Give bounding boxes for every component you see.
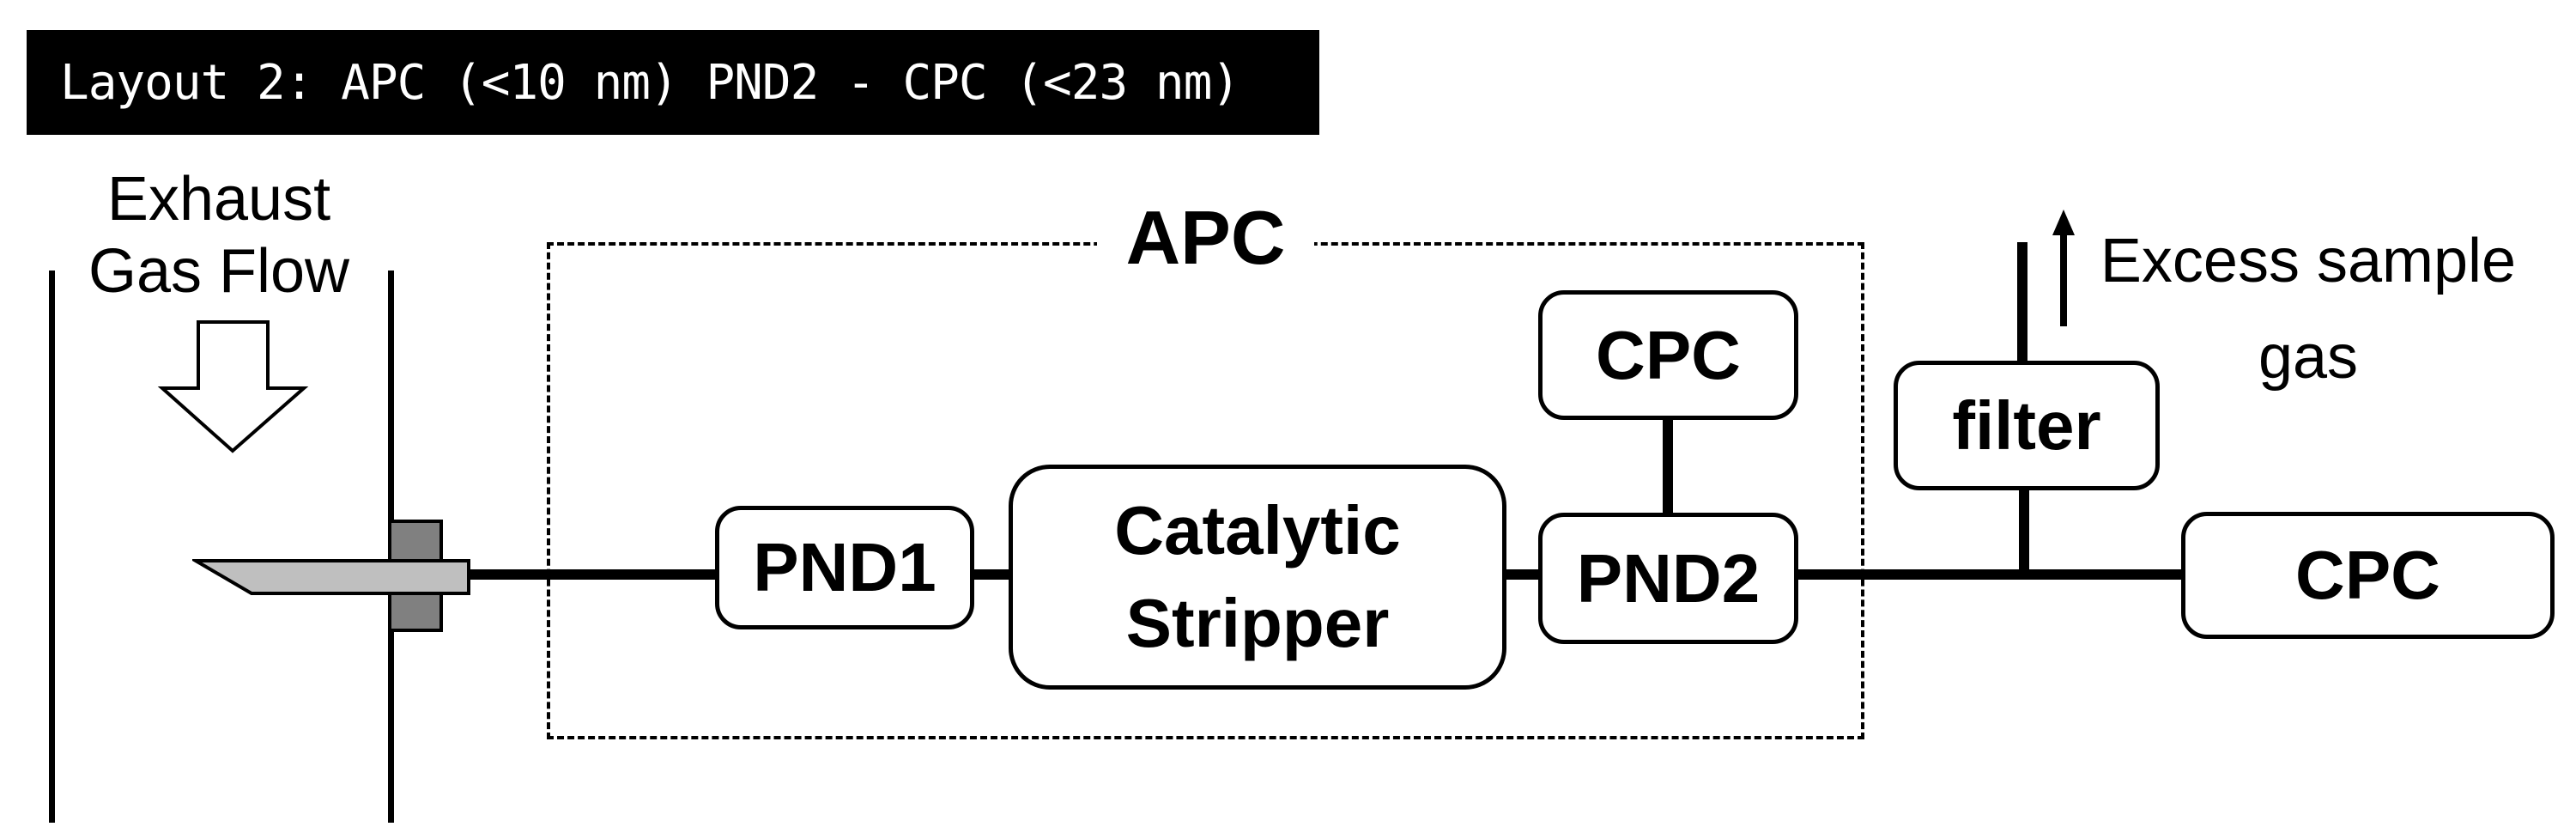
node-cpc-upper-label: CPC: [1596, 316, 1741, 393]
apc-group-label: APC: [1096, 194, 1315, 282]
node-cpc-upper: CPC: [1538, 290, 1798, 420]
cpc-to-pnd2-line: [1663, 416, 1673, 516]
node-pnd1-label: PND1: [753, 529, 936, 605]
exhaust-gas-flow-label: Exhaust Gas Flow: [73, 163, 365, 307]
junction-to-filter-line: [2019, 487, 2029, 575]
excess-sample-gas-label: Excess sample gas: [2082, 213, 2535, 405]
excess-sample-gas-line1: Excess sample: [2100, 227, 2517, 295]
node-pnd2: PND2: [1538, 513, 1798, 644]
probe-blade-icon: [192, 559, 470, 595]
title-text: Layout 2: APC (<10 nm) PND2 - CPC (<23 n…: [60, 54, 1240, 111]
title-bar: Layout 2: APC (<10 nm) PND2 - CPC (<23 n…: [27, 30, 1319, 135]
excess-gas-pipe: [2017, 242, 2027, 362]
exhaust-duct-left-wall: [49, 271, 55, 823]
node-catalytic-stripper-line2: Stripper: [1125, 585, 1390, 661]
apc-group-label-wrap: APC: [547, 194, 1864, 282]
node-filter: filter: [1894, 361, 2160, 490]
node-catalytic-stripper: Catalytic Stripper: [1009, 465, 1506, 690]
down-block-arrow-icon: [157, 320, 309, 453]
up-arrow-icon: [2052, 210, 2075, 326]
exhaust-gas-flow-line1: Exhaust: [106, 165, 331, 234]
node-catalytic-stripper-line1: Catalytic: [1114, 492, 1401, 568]
exhaust-gas-flow-line2: Gas Flow: [88, 237, 350, 306]
node-pnd2-label: PND2: [1576, 539, 1761, 617]
node-filter-label: filter: [1952, 386, 2101, 464]
excess-sample-gas-line2: gas: [2258, 323, 2359, 392]
node-cpc-main-label: CPC: [2295, 537, 2440, 613]
node-pnd1: PND1: [715, 506, 974, 629]
node-cpc-main: CPC: [2181, 512, 2555, 639]
